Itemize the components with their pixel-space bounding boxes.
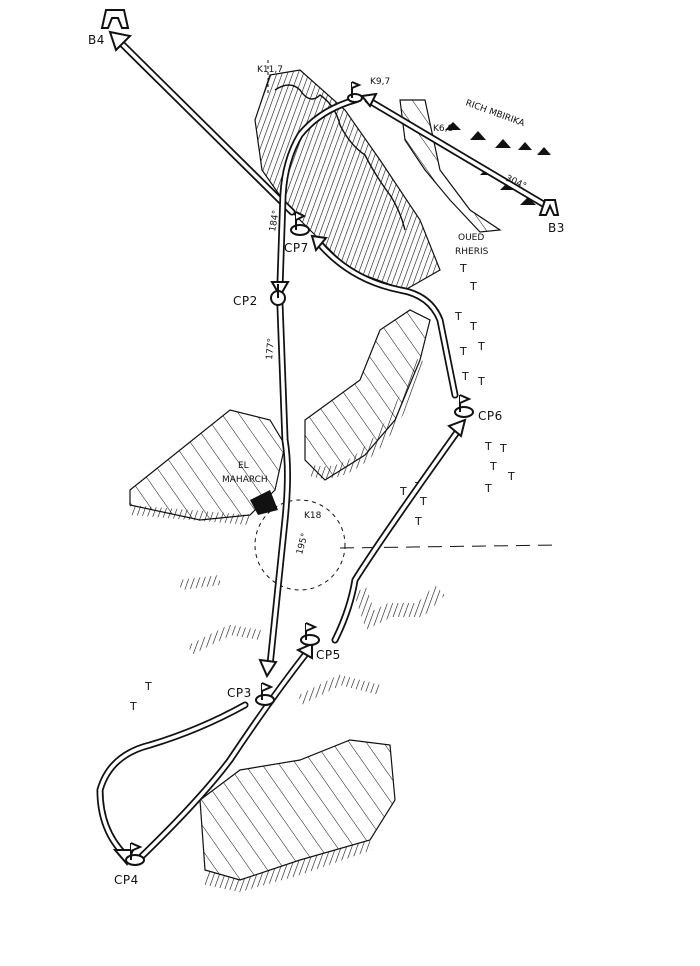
flag-icon (290, 211, 310, 236)
svg-text:T: T (489, 460, 497, 473)
label-cp6: CP6 (478, 409, 503, 423)
svg-text:T: T (499, 442, 507, 455)
track-line (339, 544, 561, 549)
svg-text:T: T (129, 700, 137, 713)
label-cp5: CP5 (316, 648, 341, 662)
svg-text:T: T (484, 482, 492, 495)
arrowhead-icon (360, 92, 378, 108)
arrowhead-icon (258, 658, 278, 679)
svg-text:T: T (459, 345, 467, 358)
label-rheris: RHERIS (455, 247, 489, 257)
svg-text:T: T (484, 440, 492, 453)
flag-icon (300, 622, 320, 646)
arrowhead-icon (447, 418, 467, 438)
svg-text:T: T (414, 515, 422, 528)
arrowhead-icon (108, 30, 133, 52)
svg-text:T: T (399, 485, 407, 498)
beacon-b3-icon (538, 199, 560, 216)
arrowhead-icon (270, 281, 290, 299)
label-k6-8: K6,8 (433, 124, 453, 134)
label-k11-7: K11,7 (257, 65, 283, 75)
label-cp2: CP2 (233, 294, 258, 308)
label-k18: K18 (304, 511, 322, 521)
arrowhead-icon (295, 642, 313, 660)
beacon-b4-icon (100, 9, 130, 29)
route-lines (96, 36, 549, 862)
flag-icon (125, 842, 145, 866)
lower-cliffs (179, 575, 445, 892)
svg-text:T: T (454, 310, 462, 323)
label-rich-mbirika: RICH MBIRIKA (464, 98, 527, 129)
east-plateau (304, 309, 431, 481)
svg-text:T: T (469, 320, 477, 333)
flag-icon (270, 284, 286, 306)
label-cp4: CP4 (114, 873, 139, 887)
svg-text:T: T (477, 340, 485, 353)
label-b3: B3 (548, 221, 565, 235)
el-maharch-plateau (129, 409, 286, 525)
svg-text:T: T (459, 262, 467, 275)
arrowhead-icon (310, 234, 328, 253)
svg-text:T: T (477, 375, 485, 388)
flag-icon (454, 394, 474, 418)
svg-text:T: T (461, 370, 469, 383)
label-bearing-184: 184° (268, 209, 282, 232)
checkpoint-flags (125, 81, 474, 866)
label-cp3: CP3 (227, 686, 252, 700)
crossing-circle (254, 499, 346, 591)
label-oued: OUED (458, 233, 484, 243)
svg-text:T: T (419, 495, 427, 508)
flag-icon (347, 81, 363, 103)
svg-text:T: T (144, 680, 152, 693)
label-maharch: MAHARCH (222, 475, 268, 485)
label-k9-7: K9,7 (370, 77, 390, 87)
label-cp7: CP7 (284, 241, 309, 255)
flag-icon (255, 682, 275, 706)
svg-text:T: T (507, 470, 515, 483)
label-el: EL (238, 461, 249, 471)
rich-mbirika-ridge (445, 122, 551, 205)
label-bearing-195: 195° (295, 532, 310, 556)
label-b4: B4 (88, 33, 105, 47)
label-bearing-177: 177° (265, 338, 277, 360)
svg-text:T: T (469, 280, 477, 293)
